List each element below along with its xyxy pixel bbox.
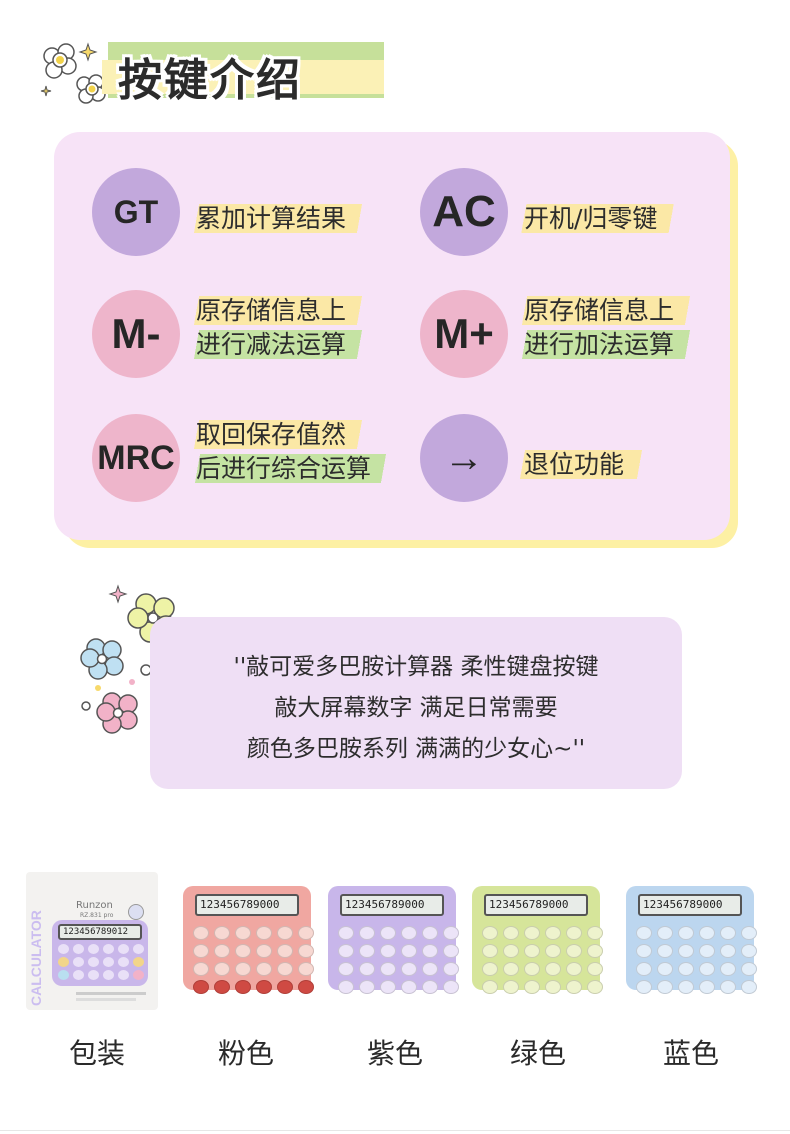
key-m-minus-desc-1: 原存储信息上 [192,296,365,325]
packaging-model: RZ.831 pro [80,912,114,919]
quote-line-2: 敲大屏幕数字 满足日常需要 [274,695,558,721]
key-mrc: MRC 取回保存值然 后进行综合运算 [92,414,472,510]
key-gt-circle: GT [92,168,180,256]
key-m-plus-desc-1: 原存储信息上 [520,296,693,325]
key-backspace: → 退位功能 [420,414,790,510]
product-packaging-image: CALCULATOR Runzon RZ.831 pro 12345678901… [26,872,158,1010]
calculator-pink-image: 123456789000 [183,886,314,994]
quote-line-3: 颜色多巴胺系列 满满的少女心~'' [246,736,586,762]
flowers-decoration-icon [80,584,177,734]
key-m-minus: M- 原存储信息上 进行减法运算 [92,290,472,386]
calculator-blue-image: 123456789000 [626,886,757,994]
key-ac: AC 开机/归零键 [420,168,790,264]
quote-box: ''敲可爱多巴胺计算器 柔性键盘按键 敲大屏幕数字 满足日常需要 颜色多巴胺系列… [150,617,682,789]
page-title: 按键介绍 [118,55,302,106]
label-blue: 蓝色 [662,1037,719,1070]
key-mrc-desc-2: 后进行综合运算 [192,454,390,483]
arrow-right-icon: → [420,414,508,502]
keys-card: GT 累加计算结果 AC 开机/归零键 M- 原存储信息上 进行减法运算 M+ … [54,132,730,540]
key-m-minus-circle: M- [92,290,180,378]
key-gt-desc: 累加计算结果 [192,204,365,233]
key-m-plus: M+ 原存储信息上 进行加法运算 [420,290,790,386]
flower-decoration-icon [40,42,106,104]
key-gt: GT 累加计算结果 [92,168,472,264]
label-pink: 粉色 [217,1037,274,1070]
calculator-pink-screen: 123456789000 [195,894,299,916]
packaging-window [128,904,144,920]
key-m-plus-circle: M+ [420,290,508,378]
packaging-brand: Runzon [76,900,113,911]
packaging-side-text: CALCULATOR [28,910,44,1006]
label-packaging: 包装 [68,1037,125,1070]
label-purple: 紫色 [366,1037,423,1070]
calculator-purple-image: 123456789000 [328,886,459,994]
quote-line-1: ''敲可爱多巴胺计算器 柔性键盘按键 [233,654,599,680]
header-band-yellow [102,60,384,94]
label-green: 绿色 [509,1037,566,1070]
key-ac-desc: 开机/归零键 [520,204,676,233]
key-backspace-desc: 退位功能 [520,450,643,479]
calculator-green-screen: 123456789000 [484,894,588,916]
packaging-calculator: 123456789012 [52,920,148,986]
key-mrc-circle: MRC [92,414,180,502]
section-header: 按键介绍 [38,38,384,108]
key-mrc-desc-1: 取回保存值然 [192,420,365,449]
key-ac-circle: AC [420,168,508,256]
divider [0,1130,790,1131]
calculator-purple-screen: 123456789000 [340,894,444,916]
calculator-blue-screen: 123456789000 [638,894,742,916]
key-m-minus-desc-2: 进行减法运算 [192,330,365,359]
calculator-green-image: 123456789000 [472,886,603,994]
key-m-plus-desc-2: 进行加法运算 [520,330,693,359]
